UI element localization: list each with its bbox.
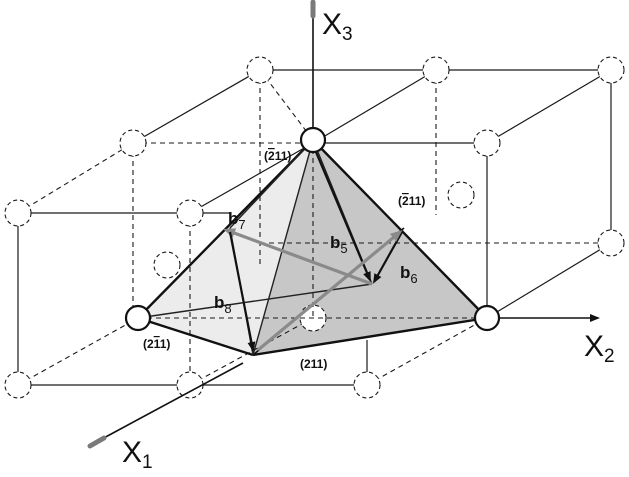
hidden-edge xyxy=(366,317,488,386)
lattice-atom xyxy=(176,199,204,227)
lattice-atom xyxy=(597,229,625,257)
plane-label-bar211: (211) xyxy=(398,194,425,208)
face-right xyxy=(253,140,487,355)
vector-b8-arrow xyxy=(228,231,256,352)
lattice-atom xyxy=(353,371,381,399)
right-atom xyxy=(473,304,501,332)
lattice-atoms xyxy=(4,56,625,399)
pyramid-edge xyxy=(137,316,254,357)
lattice-edges xyxy=(17,69,612,386)
face-left xyxy=(138,140,313,355)
plane-label-211: (211) xyxy=(300,357,327,371)
axis-label-x2: X2 xyxy=(584,330,615,367)
hidden-edge xyxy=(17,317,139,386)
lattice-atom xyxy=(119,129,147,157)
pyramid-edge xyxy=(252,316,488,357)
hidden-edge xyxy=(17,142,134,214)
pyramid-edge xyxy=(229,139,314,229)
hidden-edge xyxy=(259,69,314,141)
lattice-atom xyxy=(246,56,274,84)
left-atom xyxy=(124,304,152,332)
lattice-atom xyxy=(473,129,501,157)
lattice-edge xyxy=(312,69,437,144)
lattice-edge xyxy=(486,242,612,319)
lattice-atom xyxy=(4,199,32,227)
lattice-edge xyxy=(132,69,261,144)
lattice-edge xyxy=(189,142,314,214)
x1-axis-tip xyxy=(87,435,107,449)
axis-label-x1: X1 xyxy=(122,436,153,473)
hidden-edges xyxy=(17,69,611,386)
vector-b5-arrow xyxy=(311,144,372,282)
lattice-atom xyxy=(422,56,450,84)
pyramid-edge xyxy=(312,139,488,319)
plane-label-bar2-11: (211) xyxy=(264,149,291,163)
pyramid-edge xyxy=(252,139,314,356)
lattice-atom xyxy=(4,371,32,399)
vector-label-b6: b6 xyxy=(400,263,418,286)
burgers-vectors xyxy=(223,144,403,352)
pyramid-atoms xyxy=(124,126,501,332)
axis-label-x3: X3 xyxy=(322,8,353,45)
lattice-atom xyxy=(447,181,475,209)
vector-label-b7: b7 xyxy=(228,209,246,232)
vector-label-b8: b8 xyxy=(214,293,232,316)
vector-grey-diagonal xyxy=(256,230,403,352)
lattice-atom xyxy=(153,251,181,279)
plane-label-2-bar1-1: (211) xyxy=(143,337,170,351)
vector-label-b5: b5 xyxy=(330,233,348,256)
apex-atom xyxy=(299,126,327,154)
lattice-atom xyxy=(176,371,204,399)
lattice-edge xyxy=(486,69,612,144)
x1-axis xyxy=(99,362,244,441)
lattice-atom xyxy=(597,56,625,84)
